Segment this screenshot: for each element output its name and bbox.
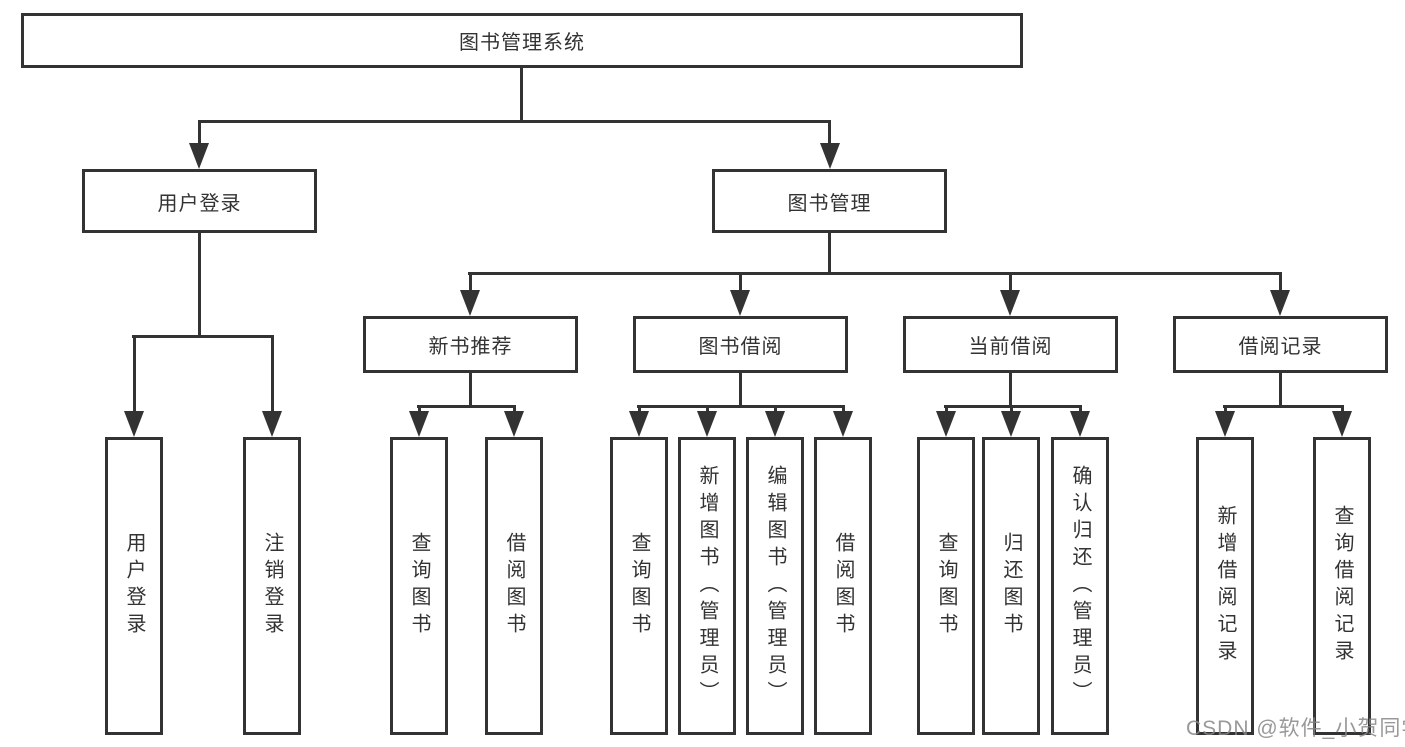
arrow-down-br-query	[1332, 411, 1352, 437]
leaf-nb-query-books: 查询图书	[390, 437, 448, 735]
connector-drop-bb-edit	[774, 405, 777, 414]
node-book-management-label: 图书管理	[787, 192, 872, 215]
connector-drop-br-query	[1341, 405, 1344, 414]
arrow-down-new-book	[460, 290, 480, 316]
leaf-br-query-record: 查询借阅记录	[1313, 437, 1371, 735]
arrow-down-bb-borrow	[833, 411, 853, 437]
connector-drop-cb-confirm	[1079, 405, 1082, 414]
leaf-bb-add-books-admin: 新增图书（管理员）	[678, 437, 736, 735]
arrow-down-br-add	[1215, 411, 1235, 437]
leaf-cb-return-books-label: 归还图书	[1000, 532, 1022, 640]
leaf-cb-confirm-return-admin: 确认归还（管理员）	[1051, 437, 1109, 735]
connector-user-login-stem	[198, 233, 201, 338]
leaf-nb-borrow-books: 借阅图书	[485, 437, 543, 735]
node-book-management: 图书管理	[712, 169, 947, 233]
leaf-cb-return-books: 归还图书	[982, 437, 1040, 735]
arrow-down-cb-return	[1001, 411, 1021, 437]
leaf-nb-query-books-label: 查询图书	[408, 532, 430, 640]
connector-drop-br-add	[1224, 405, 1227, 414]
leaf-br-add-record: 新增借阅记录	[1196, 437, 1254, 735]
leaf-bb-add-books-admin-label: 新增图书（管理员）	[696, 464, 718, 708]
connector-book-borrow-hline	[637, 405, 845, 408]
arrow-down-bb-add	[697, 411, 717, 437]
node-book-borrow-label: 图书借阅	[698, 336, 783, 358]
connector-drop-user-login	[198, 120, 201, 145]
leaf-user-login: 用户登录	[105, 437, 163, 735]
leaf-br-query-record-label: 查询借阅记录	[1331, 505, 1353, 667]
node-current-borrow: 当前借阅	[903, 316, 1118, 373]
arrow-down-book-management	[820, 143, 840, 169]
connector-drop-cb-return	[1010, 405, 1013, 414]
connector-current-borrow-hline	[944, 405, 1082, 408]
leaf-logout: 注销登录	[243, 437, 301, 735]
leaf-bb-borrow-books-label: 借阅图书	[832, 532, 854, 640]
connector-new-book-hline	[417, 405, 516, 408]
connector-root-hline	[198, 120, 831, 123]
node-user-login-label: 用户登录	[157, 192, 242, 215]
leaf-bb-query-books: 查询图书	[610, 437, 668, 735]
connector-book-management-hline	[468, 272, 1282, 275]
connector-user-login-hline	[132, 335, 274, 338]
connector-root-stem	[520, 68, 523, 123]
arrow-down-leaf-user-login	[124, 411, 144, 437]
arrow-down-bb-edit	[765, 411, 785, 437]
node-borrow-records-label: 借阅记录	[1238, 336, 1323, 358]
node-current-borrow-label: 当前借阅	[968, 336, 1053, 358]
leaf-cb-confirm-return-admin-label: 确认归还（管理员）	[1069, 464, 1091, 708]
connector-drop-book-borrow	[739, 272, 742, 292]
node-borrow-records: 借阅记录	[1173, 316, 1388, 373]
arrow-down-borrow-records	[1270, 290, 1290, 316]
leaf-bb-query-books-label: 查询图书	[628, 532, 650, 640]
connector-drop-bb-query	[638, 405, 641, 414]
connector-drop-bb-borrow	[842, 405, 845, 414]
connector-drop-bb-add	[706, 405, 709, 414]
leaf-br-add-record-label: 新增借阅记录	[1214, 505, 1236, 667]
connector-borrow-records-hline	[1223, 405, 1344, 408]
node-new-book-recommend: 新书推荐	[363, 316, 578, 373]
leaf-user-login-label: 用户登录	[123, 532, 145, 640]
arrow-down-bb-query	[629, 411, 649, 437]
connector-book-management-stem	[828, 233, 831, 275]
connector-drop-new-book	[469, 272, 472, 292]
arrow-down-user-login	[189, 143, 209, 169]
arrow-down-leaf-logout	[262, 411, 282, 437]
arrow-down-current-borrow	[1000, 290, 1020, 316]
connector-drop-leaf-user-login	[133, 335, 136, 413]
connector-borrow-records-stem	[1279, 373, 1282, 408]
connector-current-borrow-stem	[1009, 373, 1012, 408]
leaf-bb-borrow-books: 借阅图书	[814, 437, 872, 735]
connector-drop-borrow-records	[1279, 272, 1282, 292]
node-root-label: 图书管理系统	[459, 32, 585, 54]
arrow-down-book-borrow	[730, 290, 750, 316]
arrow-down-nb-borrow	[504, 411, 524, 437]
leaf-logout-label: 注销登录	[261, 532, 283, 640]
connector-drop-nb-borrow	[513, 405, 516, 414]
node-new-book-recommend-label: 新书推荐	[428, 336, 513, 358]
connector-book-borrow-stem	[739, 373, 742, 408]
leaf-bb-edit-books-admin-label: 编辑图书（管理员）	[764, 464, 786, 708]
leaf-cb-query-books-label: 查询图书	[935, 532, 957, 640]
arrow-down-cb-confirm	[1070, 411, 1090, 437]
leaf-nb-borrow-books-label: 借阅图书	[503, 532, 525, 640]
connector-drop-book-management	[828, 120, 831, 145]
connector-drop-leaf-logout	[271, 335, 274, 413]
watermark: CSDN @软件_小贺同学	[1186, 717, 1405, 740]
connector-drop-nb-query	[418, 405, 421, 414]
node-user-login: 用户登录	[82, 169, 317, 233]
arrow-down-cb-query	[936, 411, 956, 437]
connector-drop-cb-query	[945, 405, 948, 414]
leaf-cb-query-books: 查询图书	[917, 437, 975, 735]
leaf-bb-edit-books-admin: 编辑图书（管理员）	[746, 437, 804, 735]
node-book-borrow: 图书借阅	[633, 316, 848, 373]
connector-new-book-stem	[469, 373, 472, 408]
arrow-down-nb-query	[409, 411, 429, 437]
node-root: 图书管理系统	[21, 13, 1023, 68]
connector-drop-current-borrow	[1009, 272, 1012, 292]
